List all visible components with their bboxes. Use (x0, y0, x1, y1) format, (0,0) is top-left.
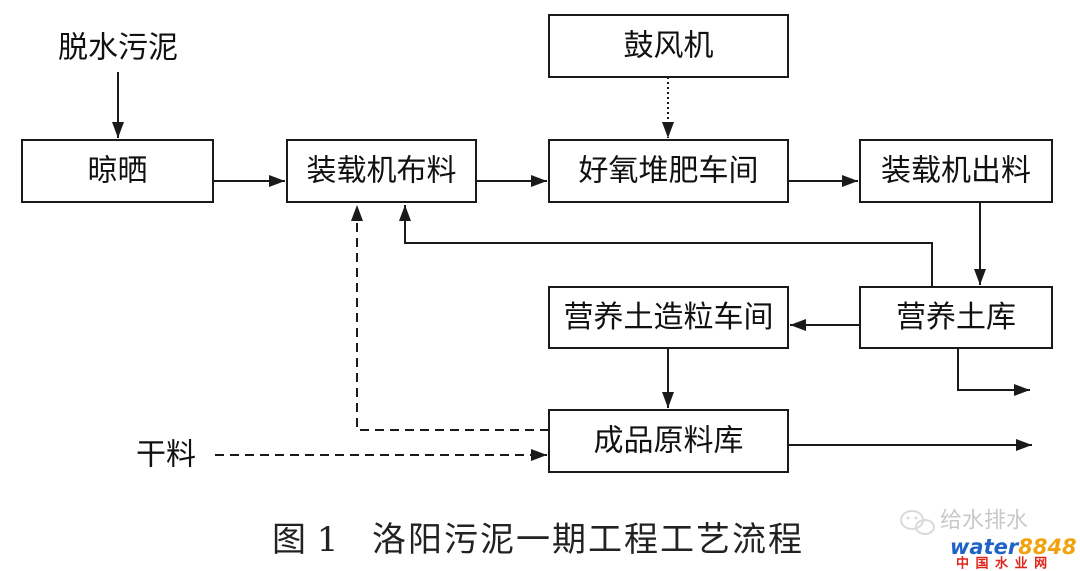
node-aerobic-composting-label: 好氧堆肥车间 (579, 154, 759, 189)
node-drying-label: 晾晒 (88, 154, 148, 189)
node-nutrient-soil-store: 营养土库 (859, 286, 1053, 349)
node-loader-discharge: 装载机出料 (859, 139, 1053, 203)
watermark-brand: water8848 (950, 535, 1077, 559)
node-loader-feeding-label: 装载机布料 (307, 154, 457, 189)
input-dry-material-label: 干料 (136, 438, 196, 473)
watermark-brand-word: water (950, 535, 1020, 559)
node-granulation: 营养土造粒车间 (548, 286, 789, 349)
node-granulation-label: 营养土造粒车间 (564, 300, 774, 335)
input-dewatered-sludge-label: 脱水污泥 (58, 31, 178, 66)
figure-title: 洛阳污泥一期工程工艺流程 (372, 520, 804, 560)
arrow-product-store-return-to-loader-feeding (351, 205, 549, 431)
arrow-soil-store-return-to-loader-feeding (399, 205, 933, 287)
figure-caption: 图 1 洛阳污泥一期工程工艺流程 (272, 520, 804, 560)
arrow-soil-store-output (957, 348, 1030, 396)
figure-label: 图 1 (272, 520, 338, 560)
node-loader-discharge-label: 装载机出料 (881, 154, 1031, 189)
watermark-account: 给水排水 (940, 509, 1028, 534)
wechat-icon (900, 510, 935, 535)
watermark: 给水排水 water8848 中 国 水 业 网 (900, 509, 1077, 571)
node-blower: 鼓风机 (548, 14, 789, 78)
node-drying: 晾晒 (21, 139, 214, 203)
node-aerobic-composting: 好氧堆肥车间 (548, 139, 789, 203)
node-nutrient-soil-store-label: 营养土库 (896, 300, 1016, 335)
watermark-brand-number: 8848 (1018, 535, 1076, 559)
node-product-store: 成品原料库 (548, 409, 789, 473)
node-loader-feeding: 装载机布料 (286, 139, 477, 203)
watermark-site-name: 中 国 水 业 网 (956, 556, 1048, 571)
node-product-store-label: 成品原料库 (594, 424, 744, 459)
node-blower-label: 鼓风机 (624, 29, 714, 64)
